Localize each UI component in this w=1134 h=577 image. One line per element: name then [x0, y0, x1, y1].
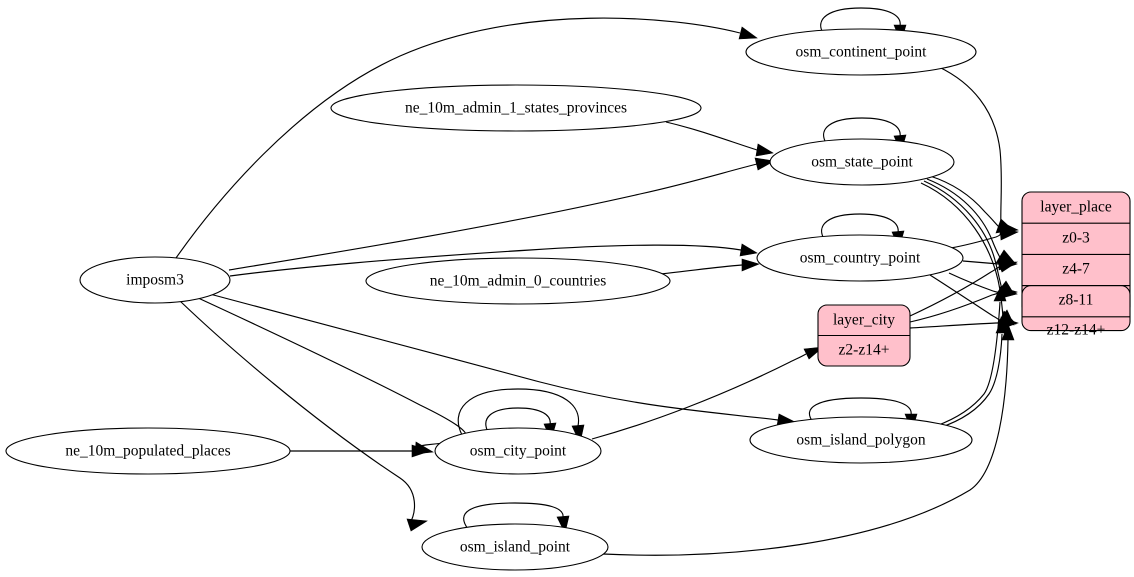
edge-osm_country_point-to-layer_place-z0-3 — [950, 227, 1019, 249]
node-label-osm_island_point: osm_island_point — [460, 539, 571, 556]
record-row-layer_place-title: layer_place — [1040, 199, 1112, 216]
edge-layer_city-to-layer_place-z4-7 — [909, 261, 1018, 317]
node-osm_island_polygon[interactable]: osm_island_polygon — [749, 416, 973, 464]
edge-imposm3-to-osm_continent_point — [175, 17, 758, 259]
node-osm_state_point[interactable]: osm_state_point — [769, 138, 955, 186]
node-osm_island_point[interactable]: osm_island_point — [421, 523, 609, 571]
edge-imposm3-to-osm_island_polygon — [205, 292, 796, 427]
record-node-layer_city[interactable]: layer_city z2-z14+ — [817, 304, 911, 367]
node-label-osm_continent_point: osm_continent_point — [796, 44, 928, 61]
node-imposm3[interactable]: imposm3 — [79, 256, 231, 304]
node-ne_10m_populated_places[interactable]: ne_10m_populated_places — [5, 427, 291, 475]
node-label-imposm3: imposm3 — [126, 272, 184, 289]
record-row-layer_city-z2-z14[interactable]: z2-z14+ — [839, 342, 890, 359]
node-label-osm_island_polygon: osm_island_polygon — [796, 432, 925, 449]
node-ne_10m_admin_1_states_provinces[interactable]: ne_10m_admin_1_states_provinces — [330, 84, 702, 132]
node-osm_city_point[interactable]: osm_city_point — [434, 427, 602, 475]
node-label-ne_10m_admin_0_countries: ne_10m_admin_0_countries — [430, 273, 607, 290]
edge-imposm3-to-osm_country_point — [229, 243, 758, 277]
record-row-layer_place-z8-11-dup: z8-11 — [1059, 292, 1094, 309]
node-label-osm_country_point: osm_country_point — [800, 250, 921, 267]
edge-ne_10m_admin_0_countries-to-osm_country_point — [659, 258, 760, 275]
node-label-ne_10m_populated_places: ne_10m_populated_places — [65, 443, 230, 460]
edge-imposm3-to-osm_island_point — [179, 300, 428, 532]
node-ne_10m_admin_0_countries[interactable]: ne_10m_admin_0_countries — [365, 257, 671, 305]
record-row-layer_city-title: layer_city — [833, 312, 895, 329]
edge-imposm3-to-osm_state_point — [228, 157, 775, 271]
record-row-layer_place-z12-z14[interactable]: z12-z14+ — [1047, 322, 1106, 339]
record-row-layer_place-z0-3[interactable]: z0-3 — [1062, 230, 1090, 247]
edge-osm_island_polygon-to-layer_place-z8-11 — [935, 285, 1007, 427]
edge-osm_continent_point-to-layer_place-z0-3 — [938, 66, 1019, 235]
edge-osm_island_polygon-to-layer_place-z12-z14 — [938, 316, 1009, 429]
edge-ne_10m_admin_1_states_provinces-to-osm_state_point — [665, 121, 774, 157]
edge-osm_island_point-to-layer_place-z12-z14 — [602, 323, 1015, 556]
edge-layer — [175, 7, 1019, 556]
node-layer: imposm3 ne_10m_admin_1_states_provinces … — [5, 28, 977, 571]
record-node-layer: layer_place z0-3 z4-7 z8-11 z8-11 z12-z1… — [817, 191, 1131, 367]
node-osm_country_point[interactable]: osm_country_point — [756, 234, 964, 282]
node-osm_continent_point[interactable]: osm_continent_point — [745, 28, 977, 76]
node-label-ne_10m_admin_1_states_provinces: ne_10m_admin_1_states_provinces — [405, 100, 627, 117]
node-label-osm_state_point: osm_state_point — [811, 154, 913, 171]
node-label-osm_city_point: osm_city_point — [470, 443, 567, 460]
edge-imposm3-to-osm_city_point — [195, 296, 467, 455]
edge-ne_10m_populated_places-to-osm_city_point — [290, 444, 431, 458]
record-node-layer_place-lastrow[interactable]: z8-11 z12-z14+ — [1021, 285, 1131, 339]
record-row-layer_place-z4-7[interactable]: z4-7 — [1062, 261, 1090, 278]
